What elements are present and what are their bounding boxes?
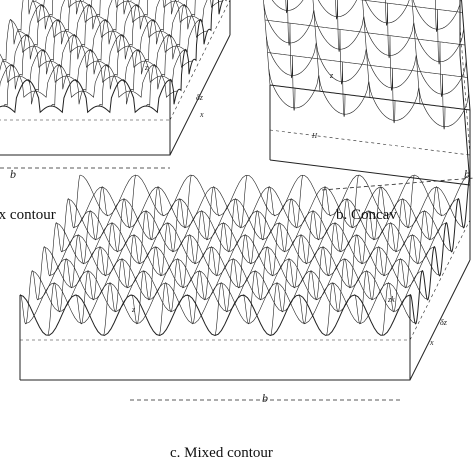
panel-c-grid-line xyxy=(354,174,415,325)
panel-b-reference-level xyxy=(459,24,471,156)
panel-a-grid-line xyxy=(32,0,208,23)
panel-c-grid-line xyxy=(47,186,109,336)
panel-c-grid-line xyxy=(298,174,359,325)
panel-c-front-profile xyxy=(19,294,411,337)
panel-b-grid-line xyxy=(385,0,396,124)
panel-b-grid-line xyxy=(362,0,371,98)
panel-a-grid-line xyxy=(27,0,84,105)
panel-c-reference-level xyxy=(409,219,471,341)
panel-a-grid-line xyxy=(50,0,101,107)
panel-c-grid-line xyxy=(131,174,192,325)
panel-a-grid-line xyxy=(0,0,37,71)
panel-c-grid-line xyxy=(326,186,387,336)
panel-b-z-label: z xyxy=(329,71,334,80)
panel-c-annotations: b z zk δz x xyxy=(130,295,448,405)
panel-b-base-edge xyxy=(269,54,471,186)
caption-mixed-contour: c. Mixed contour xyxy=(170,445,273,461)
panel-a-x-label: x xyxy=(199,110,204,119)
panel-b-grid-line xyxy=(434,0,446,130)
panel-a-grid-line xyxy=(122,0,179,105)
panel-a-z-label: z xyxy=(144,63,149,72)
panel-a-grid-line xyxy=(74,0,132,105)
panel-c-delta-label: δz xyxy=(440,318,448,327)
panel-a-annotations: b z δz x xyxy=(0,63,204,181)
panel-b-grid-line xyxy=(271,0,461,30)
panel-b-grid-line xyxy=(335,0,346,117)
panel-c-grid-line xyxy=(186,174,248,325)
panel-c-grid-line xyxy=(381,186,443,336)
panel-b-grid-line xyxy=(360,0,463,13)
panel-c-grid-line xyxy=(214,186,276,336)
panel-c-grid-line xyxy=(103,186,164,336)
panel-a-delta-label: δz xyxy=(196,93,204,102)
panel-c-grid-line xyxy=(19,174,81,325)
panel-b-grid-line xyxy=(285,0,296,111)
panel-a-grid-line xyxy=(98,0,149,107)
panel-c-base-edge xyxy=(20,259,471,381)
caption-convex-contour: ex contour xyxy=(0,207,56,223)
caption-concave-contour: b. Concav xyxy=(336,207,397,223)
panel-b-grid-line xyxy=(312,0,321,92)
panel-b-reference-level xyxy=(269,129,471,156)
panel-c-mixed-surface xyxy=(19,174,471,381)
panel-b-grid-line xyxy=(411,0,421,104)
panel-a-convex-surface xyxy=(0,0,231,156)
panel-c-grid-line xyxy=(242,174,304,325)
panel-b-length-label: b xyxy=(464,167,470,181)
panel-a-length-label: b xyxy=(10,167,16,181)
panel-c-grid-line xyxy=(158,186,220,336)
panel-b-h-label: H xyxy=(311,132,318,140)
panel-c-z-label: z xyxy=(131,305,136,314)
panel-c-length-label: b xyxy=(262,391,268,405)
panel-a-grid-line xyxy=(145,0,196,107)
panel-b-dimension-line xyxy=(321,177,474,191)
panel-a-grid-line xyxy=(3,0,54,107)
panel-c-grid-line xyxy=(270,186,331,336)
panel-c-x-label: x xyxy=(429,338,434,347)
panel-c-zk-label: zk xyxy=(387,295,395,304)
panel-c-grid-line xyxy=(75,174,137,325)
panel-a-reference-level xyxy=(169,0,231,121)
panel-b-concave-surface xyxy=(263,0,471,186)
panel-b-grid-line xyxy=(263,0,271,86)
panel-c-side-profile xyxy=(409,174,471,325)
panel-b-annotations: b z H xyxy=(311,71,474,191)
